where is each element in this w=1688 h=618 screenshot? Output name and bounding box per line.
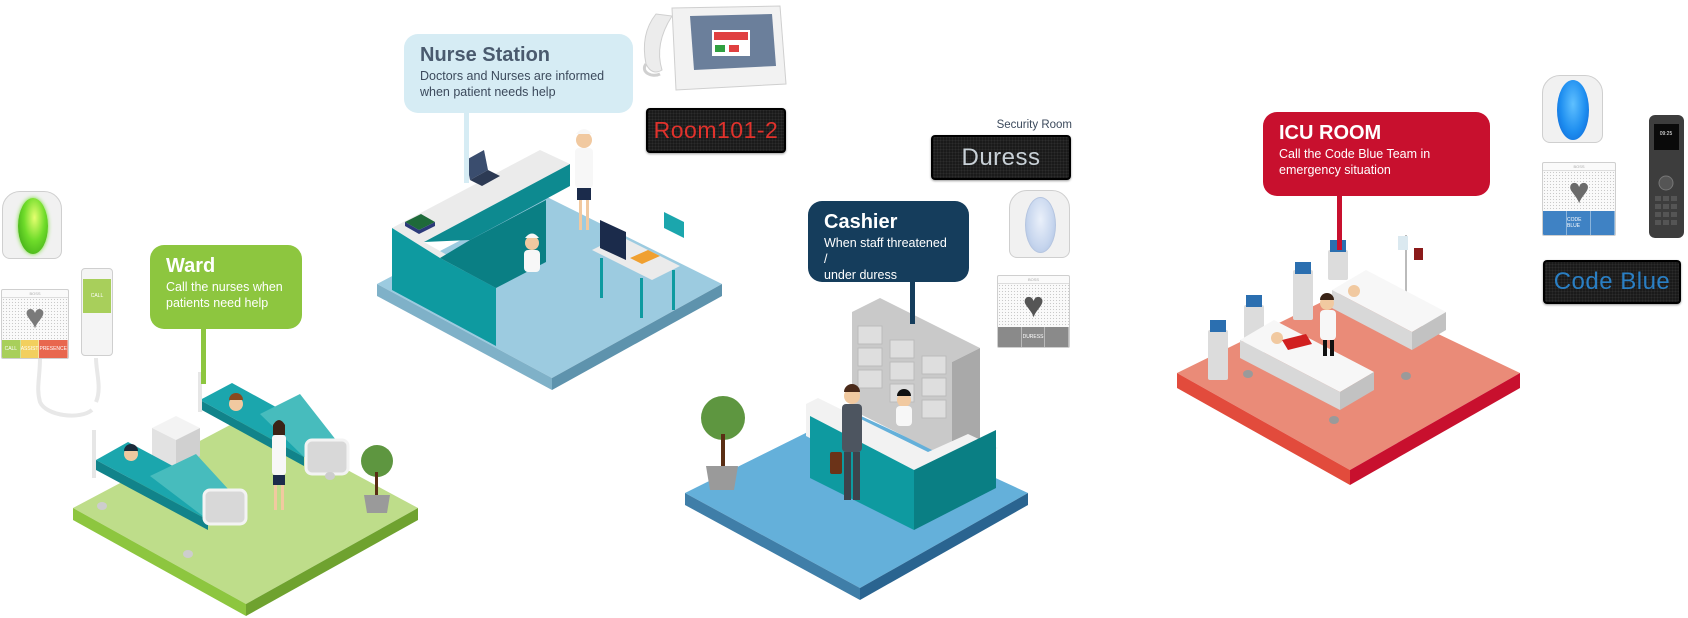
icu-led-text: Code Blue: [1553, 268, 1671, 295]
blue-light-icon: [1557, 80, 1589, 140]
ward-panel-cord: [36, 357, 94, 418]
ward-bed: [92, 430, 248, 558]
icu-bed: [1240, 320, 1374, 424]
cashier-duress-button: [1009, 190, 1070, 258]
security-room-label: Security Room: [996, 119, 1072, 131]
nurse-station-illustration: [377, 129, 722, 390]
ward-intercom-panel: BOSS ♥ CALL ASSIST PRESENCE: [1, 289, 69, 359]
ward-description-line1: Call the nurses when: [166, 280, 283, 294]
icu-description-line1: Call the Code Blue Team in: [1279, 147, 1431, 161]
nurse-station-callout-stem: [464, 113, 469, 183]
ward-description-line2: patients need help: [166, 296, 269, 310]
security-led-display: Duress: [931, 135, 1071, 180]
ward-callout: Ward Call the nurses when patients need …: [150, 245, 302, 329]
duress-button[interactable]: DURESS: [1021, 327, 1046, 347]
ward-title: Ward: [166, 255, 216, 277]
heart-speaker-icon: ♥: [1022, 284, 1045, 325]
svg-text:09:25: 09:25: [1660, 131, 1673, 137]
ward-handset-cord: [94, 357, 101, 403]
heart-speaker-icon: ♥: [1568, 170, 1590, 211]
ward-nurse: [272, 420, 286, 510]
handset-call-button[interactable]: CALL: [83, 279, 111, 313]
assist-button[interactable]: ASSIST: [20, 340, 40, 358]
presence-button[interactable]: PRESENCE: [39, 340, 68, 358]
call-button[interactable]: CALL: [2, 340, 21, 358]
heart-speaker-icon: ♥: [24, 298, 46, 336]
ward-plant: [361, 445, 393, 513]
cashier-panel-brand: BOSS: [998, 276, 1069, 284]
cashier-illustration: [685, 298, 1028, 600]
security-led-text: Duress: [961, 143, 1041, 171]
cashier-description-line1: When staff threatened /: [824, 236, 947, 266]
nurse-station-description-line2: when patient needs help: [420, 85, 556, 99]
nurse-station-callout: Nurse Station Doctors and Nurses are inf…: [404, 34, 633, 113]
icu-intercom-panel: BOSS ♥ CODE BLUE: [1542, 162, 1616, 236]
nurse-station-desk-phone: [643, 5, 787, 91]
nurse-station-description-line1: Doctors and Nurses are informed: [420, 69, 605, 83]
nurse-station-title: Nurse Station: [420, 44, 551, 66]
ward-green-call-button: [2, 191, 62, 259]
nurse-station-floor: [377, 196, 722, 378]
cashier-intercom-panel: BOSS ♥ DURESS: [997, 275, 1070, 348]
icu-illustration: [1177, 235, 1520, 485]
code-blue-button[interactable]: CODE BLUE: [1567, 211, 1591, 235]
ward-pillow-handset: CALL: [81, 268, 113, 356]
cashier-title: Cashier: [824, 211, 898, 233]
ward-callout-stem: [201, 329, 206, 384]
icu-bed: [1332, 270, 1446, 380]
icu-title: ICU ROOM: [1279, 122, 1382, 144]
icu-callout-stem: [1337, 196, 1342, 250]
ward-room-illustration: [73, 372, 418, 616]
nurse-station-led-display: Room101-2: [646, 108, 786, 153]
icu-panel-brand: BOSS: [1543, 163, 1615, 171]
cashier-description-line2: under duress: [824, 268, 897, 282]
green-light-icon: [18, 198, 48, 254]
cashier-callout: Cashier When staff threatened / under du…: [808, 201, 969, 282]
icu-callout: ICU ROOM Call the Code Blue Team in emer…: [1263, 112, 1490, 196]
nurse-station-led-text: Room101-2: [653, 117, 779, 143]
cashier-callout-stem: [910, 282, 915, 324]
icu-handheld-phone: 09:25: [1649, 115, 1684, 238]
icu-description-line2: emergency situation: [1279, 163, 1391, 177]
ward-panel-brand: BOSS: [2, 290, 68, 298]
icu-blue-call-button: [1542, 75, 1603, 143]
icu-led-display: Code Blue: [1543, 260, 1681, 304]
white-light-icon: [1025, 197, 1056, 253]
